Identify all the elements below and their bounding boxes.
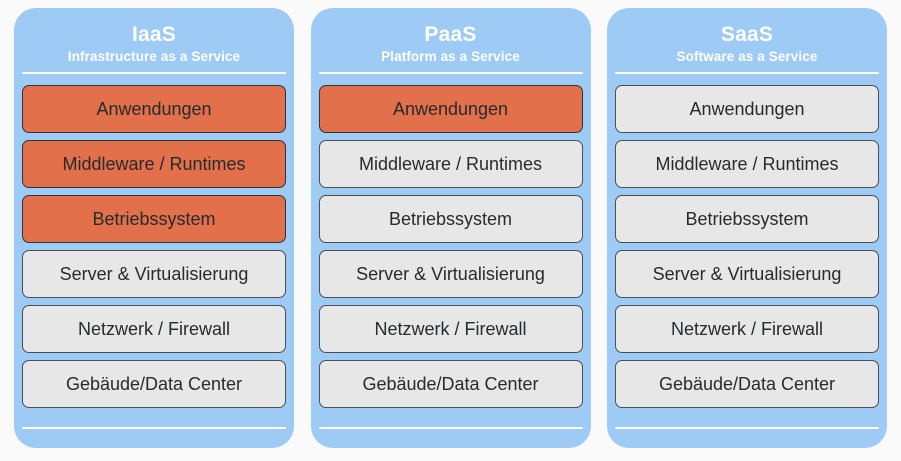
layer-anwendungen[interactable]: Anwendungen — [318, 85, 583, 133]
footer-spacer — [22, 429, 286, 448]
layer-stack: Anwendungen Middleware / Runtimes Betrie… — [615, 74, 879, 418]
card-header: IaaS Infrastructure as a Service — [22, 8, 286, 74]
layer-stack: Anwendungen Middleware / Runtimes Betrie… — [318, 74, 583, 418]
layer-anwendungen[interactable]: Anwendungen — [22, 85, 286, 133]
layer-middleware-runtimes[interactable]: Middleware / Runtimes — [615, 140, 879, 188]
card-title: PaaS — [424, 23, 477, 46]
layer-gebaeude-data-center[interactable]: Gebäude/Data Center — [22, 360, 286, 408]
service-model-card-saas: SaaS Software as a Service Anwendungen M… — [607, 8, 887, 448]
card-title: SaaS — [720, 23, 774, 46]
layer-netzwerk-firewall[interactable]: Netzwerk / Firewall — [615, 305, 879, 353]
layer-anwendungen[interactable]: Anwendungen — [615, 85, 879, 133]
layer-betriebssystem[interactable]: Betriebssystem — [22, 195, 286, 243]
footer-divider — [615, 427, 879, 429]
layer-gebaeude-data-center[interactable]: Gebäude/Data Center — [318, 360, 583, 408]
layer-middleware-runtimes[interactable]: Middleware / Runtimes — [318, 140, 583, 188]
card-title: IaaS — [132, 23, 176, 46]
footer-divider — [318, 427, 583, 429]
header-divider — [615, 72, 879, 74]
layer-netzwerk-firewall[interactable]: Netzwerk / Firewall — [318, 305, 583, 353]
layer-betriebssystem[interactable]: Betriebssystem — [615, 195, 879, 243]
service-model-card-iaas: IaaS Infrastructure as a Service Anwendu… — [14, 8, 294, 448]
layer-netzwerk-firewall[interactable]: Netzwerk / Firewall — [22, 305, 286, 353]
layer-stack: Anwendungen Middleware / Runtimes Betrie… — [22, 74, 286, 418]
card-header: SaaS Software as a Service — [615, 8, 879, 74]
footer-spacer — [615, 429, 879, 448]
header-divider — [318, 72, 583, 74]
layer-middleware-runtimes[interactable]: Middleware / Runtimes — [22, 140, 286, 188]
layer-betriebssystem[interactable]: Betriebssystem — [318, 195, 583, 243]
card-subtitle: Software as a Service — [676, 49, 818, 64]
card-subtitle: Platform as a Service — [381, 49, 520, 64]
footer-spacer — [319, 429, 583, 448]
layer-gebaeude-data-center[interactable]: Gebäude/Data Center — [615, 360, 879, 408]
layer-server-virtualisierung[interactable]: Server & Virtualisierung — [318, 250, 583, 298]
card-header: PaaS Platform as a Service — [318, 8, 583, 74]
service-model-card-paas: PaaS Platform as a Service Anwendungen M… — [310, 8, 591, 448]
card-subtitle: Infrastructure as a Service — [67, 49, 241, 64]
layer-server-virtualisierung[interactable]: Server & Virtualisierung — [22, 250, 286, 298]
footer-divider — [22, 427, 286, 429]
header-divider — [22, 72, 286, 74]
layer-server-virtualisierung[interactable]: Server & Virtualisierung — [615, 250, 879, 298]
